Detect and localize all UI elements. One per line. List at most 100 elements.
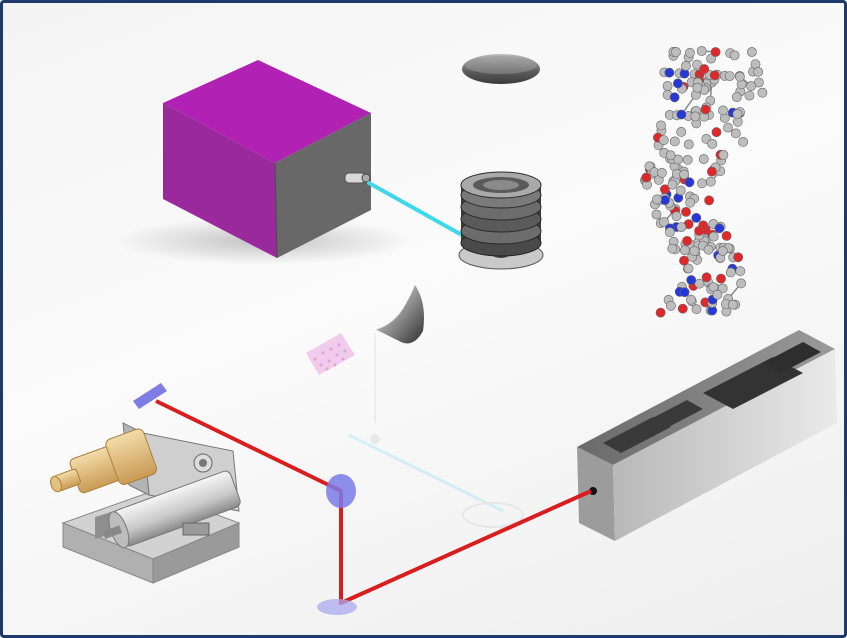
- molecule-atom: [711, 127, 722, 138]
- molecule-atom: [657, 167, 667, 178]
- cube-side-face: [275, 113, 371, 258]
- molecule-atom: [667, 243, 678, 254]
- molecule-atom: [732, 109, 743, 119]
- cube-top-face: [163, 60, 371, 163]
- molecule-atom: [753, 67, 763, 77]
- molecule-atom: [735, 266, 746, 277]
- molecule-atom: [725, 267, 736, 278]
- molecule-atom: [669, 92, 680, 103]
- molecule-atom: [733, 252, 744, 263]
- molecule-atom: [724, 71, 735, 81]
- molecule-atom: [652, 194, 662, 205]
- molecule-atom: [736, 278, 746, 289]
- molecule-atom: [686, 275, 697, 285]
- molecule-atom: [692, 59, 702, 70]
- molecule-atom: [717, 246, 728, 256]
- motor-stage: [50, 422, 241, 584]
- molecule-atom: [697, 178, 707, 189]
- molecule-atom: [682, 235, 692, 246]
- molecule-atom: [712, 289, 723, 300]
- molecule-atom: [721, 230, 732, 241]
- red-beam: [155, 399, 592, 605]
- molecule-atom: [727, 299, 738, 310]
- molecule-atom: [708, 231, 719, 242]
- protein-molecule: [640, 46, 768, 318]
- slot-4: [763, 342, 821, 373]
- molecule-atom: [746, 81, 756, 91]
- molecule-atom: [718, 105, 728, 116]
- slot-2: [643, 400, 703, 432]
- laser-box: [577, 330, 837, 541]
- molecule-atom: [658, 135, 669, 145]
- box-side-face: [613, 349, 837, 541]
- molecule-atom: [691, 304, 702, 315]
- molecule-atom: [671, 211, 682, 222]
- molecule-atom: [731, 128, 741, 139]
- molecule-atom: [671, 47, 681, 57]
- molecule-atom: [757, 87, 768, 98]
- molecule-atom: [707, 166, 717, 177]
- motor-icon: [50, 422, 241, 584]
- molecule-atom: [714, 223, 725, 234]
- molecule-atom: [656, 120, 666, 131]
- molecule-atom: [696, 46, 707, 56]
- molecule-atom: [676, 126, 687, 137]
- molecule-atom: [665, 150, 676, 161]
- molecule-atom: [708, 282, 719, 292]
- box-front-face: [577, 447, 615, 541]
- molecule-atom: [723, 122, 733, 133]
- molecule-atom: [679, 287, 690, 298]
- molecule-atom: [673, 154, 683, 165]
- molecule-atom: [703, 244, 714, 255]
- molecule-atom: [707, 138, 718, 149]
- molecule-atom: [710, 47, 721, 57]
- molecule-atom: [666, 300, 676, 311]
- molecule-atom: [679, 169, 689, 180]
- molecule-atom: [694, 225, 704, 236]
- cube-front-face: [163, 103, 277, 258]
- molecule-atom: [729, 50, 740, 61]
- molecule-atom: [676, 109, 687, 120]
- mirror-top-left: [133, 383, 167, 409]
- disc-lens: [462, 54, 540, 84]
- molecule-atom: [673, 78, 683, 89]
- molecule-atom: [641, 172, 652, 183]
- molecule-atom: [681, 206, 691, 217]
- molecule-atom: [699, 64, 710, 74]
- molecule-atom: [667, 179, 678, 190]
- cyan-beam: [367, 181, 471, 241]
- molecule-atom: [747, 47, 757, 57]
- molecule-atom: [685, 47, 695, 58]
- molecule-atom: [676, 222, 687, 232]
- molecule-atom: [681, 61, 691, 71]
- molecule-atom: [665, 227, 675, 237]
- molecule-atom: [686, 294, 696, 305]
- molecule-atom: [716, 273, 726, 284]
- molecule-atom: [718, 149, 729, 160]
- molecule-atom: [744, 90, 755, 101]
- molecule-atom: [701, 272, 712, 283]
- cube-port-icon: [344, 172, 371, 184]
- molecule-atom: [690, 111, 701, 122]
- molecule-icon: [640, 46, 768, 318]
- molecule-atom: [677, 303, 688, 314]
- molecule-atom: [731, 92, 742, 102]
- molecule-atom: [709, 70, 720, 81]
- molecule-atom: [692, 82, 703, 93]
- molecule-atom: [738, 136, 748, 147]
- cone-reflector: [374, 285, 424, 344]
- molecule-atom: [669, 136, 680, 147]
- molecule-atom: [694, 278, 705, 289]
- molecule-atom: [679, 245, 690, 256]
- molecule-atom: [691, 212, 702, 223]
- magenta-cube-source: [113, 60, 413, 265]
- molecule-atom: [664, 67, 675, 78]
- molecule-atom: [651, 209, 662, 220]
- molecule-atom: [704, 195, 714, 206]
- mirror-bottom: [317, 599, 357, 615]
- molecule-atom: [684, 177, 695, 188]
- ghost-beam: [348, 333, 524, 528]
- molecule-atom: [689, 246, 700, 256]
- grooved-cylinder: [458, 171, 544, 270]
